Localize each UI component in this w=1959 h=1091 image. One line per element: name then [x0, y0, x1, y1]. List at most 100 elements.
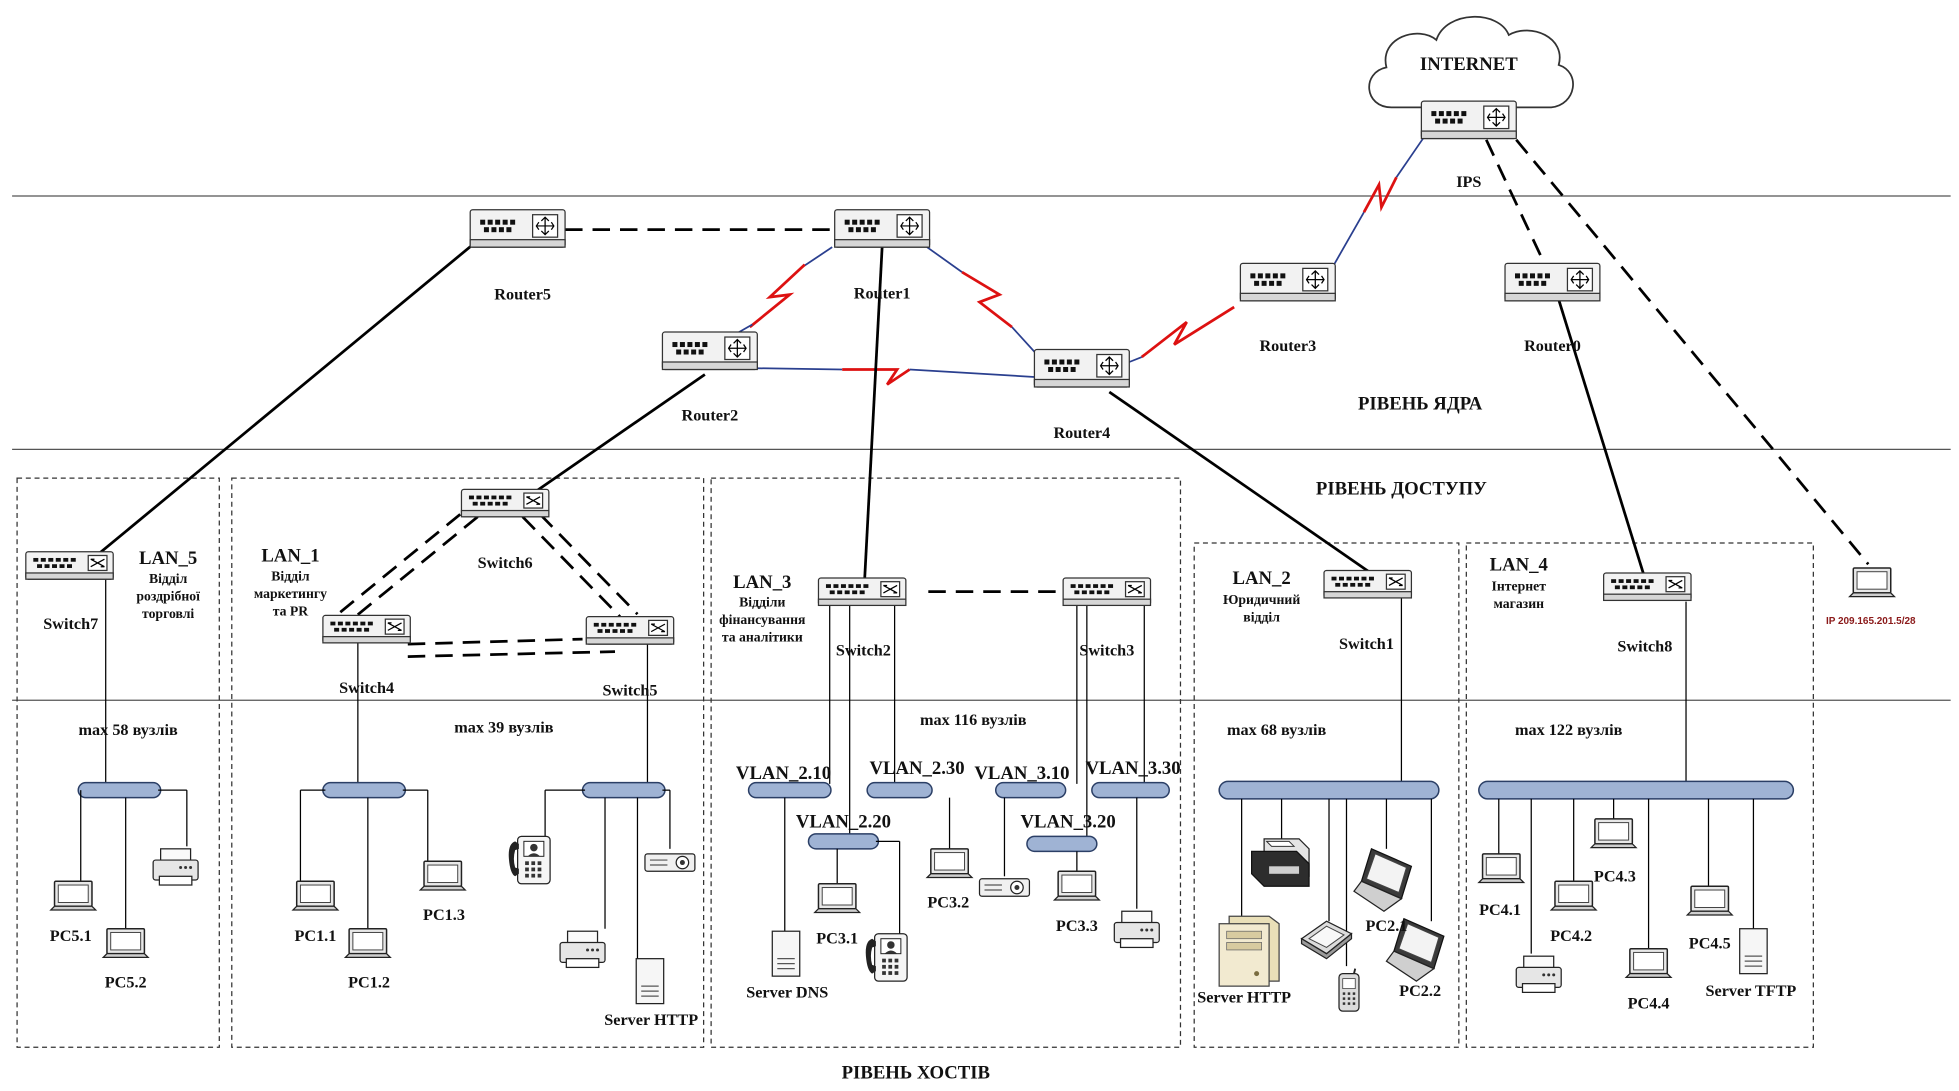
- switch8-label: Switch8: [1617, 638, 1672, 656]
- host-label: PC1.2: [348, 973, 390, 991]
- scanner-icon[interactable]: [1300, 920, 1353, 960]
- laptop-icon[interactable]: [1848, 567, 1896, 598]
- router-icon[interactable]: [1504, 262, 1601, 302]
- laptop-icon[interactable]: [1478, 853, 1525, 884]
- lan3-dept-line: та аналітики: [722, 630, 803, 645]
- laptop-icon[interactable]: [102, 927, 149, 959]
- switch3-label: Switch3: [1079, 641, 1134, 659]
- printer-icon[interactable]: [1113, 910, 1160, 949]
- access-drops: [105, 579, 1687, 837]
- lan5-name: LAN_5: [139, 548, 197, 569]
- router-icon[interactable]: [834, 209, 931, 248]
- laptop-icon[interactable]: [926, 848, 973, 879]
- laptop-icon[interactable]: [419, 860, 466, 891]
- cloud-icon: [1368, 15, 1574, 109]
- router1-label: Router1: [854, 284, 911, 302]
- host-label: PC3.3: [1056, 917, 1098, 935]
- switch-icon[interactable]: [1323, 569, 1413, 599]
- server-icon[interactable]: [635, 958, 665, 1005]
- lan2-name: LAN_2: [1232, 568, 1290, 589]
- lan3-dept-line: фінансування: [719, 612, 806, 627]
- host-label: PC4.1: [1479, 901, 1521, 919]
- host-label: Server DNS: [746, 983, 828, 1001]
- projector-icon[interactable]: [978, 878, 1031, 897]
- lan5-dept-line: Відділ: [149, 571, 188, 586]
- printer-icon[interactable]: [1515, 955, 1562, 994]
- host-label: PC5.1: [50, 927, 92, 945]
- host-label: PC4.3: [1594, 867, 1636, 885]
- router-icon[interactable]: [1420, 100, 1517, 140]
- host-label: PC1.1: [294, 927, 336, 945]
- host-label: PC4.5: [1689, 935, 1731, 953]
- host-label: PC4.2: [1550, 927, 1592, 945]
- host-label: PC1.3: [423, 906, 465, 924]
- laptop-icon[interactable]: [1625, 947, 1672, 979]
- lan1-max: max 39 вузлів: [454, 719, 553, 737]
- router-icon[interactable]: [1033, 348, 1130, 388]
- lan5-dept-line: торговлі: [142, 606, 194, 621]
- laptop-icon[interactable]: [1353, 848, 1413, 912]
- mobile-phone-icon[interactable]: [1338, 967, 1360, 1013]
- router3-label: Router3: [1259, 337, 1316, 355]
- server-icon[interactable]: [1218, 915, 1280, 987]
- access-level-label: РІВЕНЬ ДОСТУПУ: [1316, 478, 1487, 499]
- laptop-icon[interactable]: [1686, 885, 1733, 916]
- laptop-icon[interactable]: [1550, 880, 1597, 911]
- laptop-icon[interactable]: [813, 883, 861, 914]
- switch6-label: Switch6: [478, 554, 533, 572]
- router-icon[interactable]: [661, 331, 758, 371]
- core-level-label: РІВЕНЬ ЯДРА: [1358, 393, 1483, 414]
- laptop-icon[interactable]: [50, 880, 97, 911]
- vlan-label: VLAN_2.20: [796, 812, 891, 833]
- switch-icon[interactable]: [817, 577, 907, 607]
- laptop-icon[interactable]: [1053, 870, 1101, 901]
- router-icon[interactable]: [469, 209, 566, 248]
- server-icon[interactable]: [1739, 928, 1768, 975]
- laptop-icon[interactable]: [1590, 818, 1637, 849]
- router-icon[interactable]: [1239, 262, 1336, 302]
- lan4-max: max 122 вузлів: [1515, 721, 1623, 739]
- host-label: PC3.1: [816, 930, 858, 948]
- lan5-zone: [16, 477, 220, 1048]
- host-label: PC2.2: [1399, 982, 1441, 1000]
- lan4-dept-line: Інтернет: [1492, 578, 1547, 593]
- printer-icon[interactable]: [1251, 838, 1310, 887]
- server-icon[interactable]: [771, 930, 801, 977]
- ip-phone-icon[interactable]: [865, 933, 908, 982]
- host-label: Server TFTP: [1706, 982, 1797, 1000]
- host-drops: [80, 789, 1755, 967]
- host-label: Server HTTP: [1197, 988, 1291, 1006]
- buses: [77, 780, 1795, 853]
- switch-icon[interactable]: [1603, 572, 1692, 602]
- laptop-icon[interactable]: [344, 927, 392, 959]
- ips-label: IPS: [1456, 173, 1481, 191]
- lan3-zone: [710, 477, 1182, 1048]
- switch2-label: Switch2: [836, 641, 891, 659]
- switch4-label: Switch4: [339, 679, 394, 697]
- ip-phone-icon[interactable]: [508, 835, 551, 885]
- vlan-label: VLAN_3.10: [974, 763, 1069, 784]
- switch-icon[interactable]: [25, 551, 114, 580]
- lan1-dept-line: маркетингу: [254, 586, 327, 601]
- switch-icon[interactable]: [322, 614, 411, 644]
- printer-icon[interactable]: [559, 930, 606, 969]
- core-links: [97, 136, 1870, 658]
- lan2-max: max 68 вузлів: [1227, 721, 1326, 739]
- router2-label: Router2: [681, 407, 738, 425]
- switch7-label: Switch7: [43, 615, 98, 633]
- switch-icon[interactable]: [460, 488, 550, 518]
- laptop-icon[interactable]: [292, 880, 339, 911]
- lan1-zone: [231, 477, 705, 1048]
- switch-icon[interactable]: [585, 616, 675, 645]
- vlan-label: VLAN_3.30: [1085, 758, 1180, 779]
- lan5-dept-line: роздрібної: [136, 588, 200, 603]
- ip-address-label: IP 209.165.201.5/28: [1826, 616, 1916, 627]
- printer-icon[interactable]: [152, 848, 199, 886]
- lan4-name: LAN_4: [1490, 554, 1549, 575]
- switch-icon[interactable]: [1062, 577, 1152, 607]
- projector-icon[interactable]: [644, 853, 696, 872]
- switch1-label: Switch1: [1339, 635, 1394, 653]
- host-label: PC4.4: [1628, 995, 1670, 1013]
